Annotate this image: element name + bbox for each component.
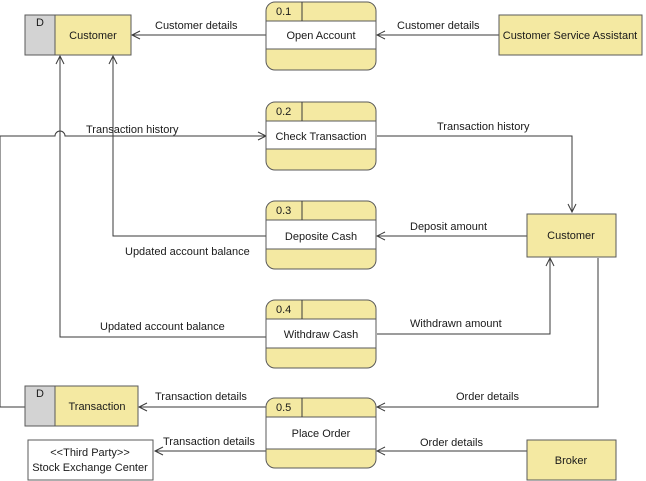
arrowhead-customer-store-right [130, 30, 141, 40]
arrowhead-p5-right-top [375, 402, 386, 412]
flow-p4-to-customer-store [59, 56, 266, 338]
process-name-label: Check Transaction [275, 131, 366, 143]
external-csa[interactable]: Customer Service Assistant [498, 14, 643, 56]
external-label: Broker [555, 455, 588, 467]
flow-label: Updated account balance [125, 246, 250, 258]
external-customer[interactable]: Customer [526, 213, 617, 258]
data-store-customer[interactable]: D Customer [24, 14, 132, 56]
flow-label: Updated account balance [100, 321, 225, 333]
process-withdraw-cash[interactable]: 0.4 Withdraw Cash [265, 299, 377, 369]
process-name-label: Open Account [286, 30, 355, 42]
process-name-label: Deposite Cash [285, 231, 357, 243]
flow-label: Order details [456, 391, 519, 403]
flow-labels: Customer details Customer details Transa… [86, 20, 530, 449]
flow-p4-to-customer [377, 258, 551, 335]
flow-label: Deposit amount [410, 221, 487, 233]
flow-label: Order details [420, 437, 483, 449]
external-label: Stock Exchange Center [32, 462, 148, 474]
data-store-transaction[interactable]: D Transaction [24, 385, 139, 427]
process-name-label: Place Order [292, 428, 351, 440]
external-broker[interactable]: Broker [526, 439, 617, 481]
arrowhead-customer-bottom [545, 256, 555, 267]
arrowhead-transaction-store [137, 402, 148, 412]
process-id-label: 0.2 [276, 106, 291, 118]
arrowhead-p1-right [375, 30, 386, 40]
process-id-label: 0.4 [276, 304, 291, 316]
process-name-label: Withdraw Cash [284, 329, 359, 341]
arrowhead-store-bottom-right [108, 54, 118, 65]
flow-label: Customer details [397, 20, 480, 32]
store-name-label: Customer [69, 30, 117, 42]
external-stereotype: <<Third Party>> [50, 447, 130, 459]
store-name-label: Transaction [68, 401, 125, 413]
arrowhead-store-bottom-left [55, 54, 65, 65]
process-check-transaction[interactable]: 0.2 Check Transaction [265, 101, 377, 171]
store-id-label: D [36, 388, 44, 400]
process-id-label: 0.1 [276, 6, 291, 18]
external-third-party[interactable]: <<Third Party>> Stock Exchange Center [27, 439, 154, 481]
process-open-account[interactable]: 0.1 Open Account [265, 1, 377, 71]
process-id-label: 0.5 [276, 402, 291, 414]
flow-p3-to-customer-store [112, 56, 266, 237]
flow-label: Customer details [155, 20, 238, 32]
flow-label: Withdrawn amount [410, 318, 502, 330]
process-id-label: 0.3 [276, 205, 291, 217]
process-deposite-cash[interactable]: 0.3 Deposite Cash [265, 200, 377, 270]
flow-lines [0, 30, 599, 456]
flow-customer-to-p5 [377, 258, 599, 408]
process-place-order[interactable]: 0.5 Place Order [265, 397, 377, 469]
flow-p2-to-customer [377, 135, 573, 212]
flow-label: Transaction details [155, 391, 247, 403]
arrowhead-p3-right [375, 231, 386, 241]
external-label: Customer [547, 230, 595, 242]
arrowhead-third-party [153, 446, 164, 456]
flow-label: Transaction details [163, 436, 255, 448]
arrowhead-customer-top [567, 203, 577, 214]
flow-label: Transaction history [437, 121, 530, 133]
external-label: Customer Service Assistant [503, 30, 638, 42]
store-id-label: D [36, 17, 44, 29]
flow-transaction-store-to-p2 [0, 130, 266, 408]
arrowhead-p5-right-bottom [375, 446, 386, 456]
flow-label: Transaction history [86, 124, 179, 136]
